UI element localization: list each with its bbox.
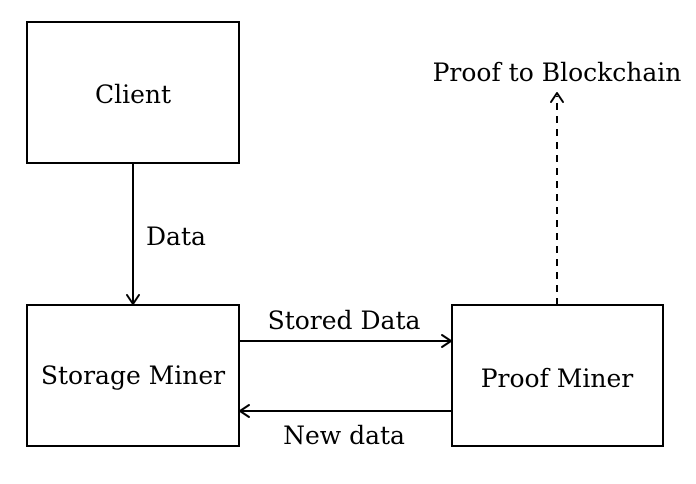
storage-miner-node: Storage Miner xyxy=(26,304,240,447)
edge-proof-to-storage-arrowhead xyxy=(239,404,250,418)
client-box xyxy=(26,21,240,164)
proof-miner-node: Proof Miner xyxy=(451,304,664,447)
storage-miner-label: Storage Miner xyxy=(41,361,225,390)
edge-proof-to-storage-label: New data xyxy=(283,421,405,450)
storage-miner-box xyxy=(26,304,240,447)
proof-miner-label: Proof Miner xyxy=(481,364,634,393)
client-node: Client xyxy=(26,21,240,164)
edge-client-to-storage-arrowhead xyxy=(126,294,140,305)
edge-proof-to-blockchain-label: Proof to Blockchain xyxy=(433,58,682,87)
edge-proof-to-blockchain: Proof to Blockchain xyxy=(433,58,682,305)
client-label: Client xyxy=(95,80,171,109)
edge-storage-to-proof-label: Stored Data xyxy=(268,306,421,335)
edge-client-to-storage: Data xyxy=(126,163,206,305)
edge-storage-to-proof: Stored Data xyxy=(239,306,452,348)
edge-proof-to-storage: New data xyxy=(239,404,452,450)
edge-client-to-storage-label: Data xyxy=(146,222,206,251)
edge-proof-to-blockchain-arrowhead xyxy=(550,92,564,103)
edge-storage-to-proof-arrowhead xyxy=(441,334,452,348)
